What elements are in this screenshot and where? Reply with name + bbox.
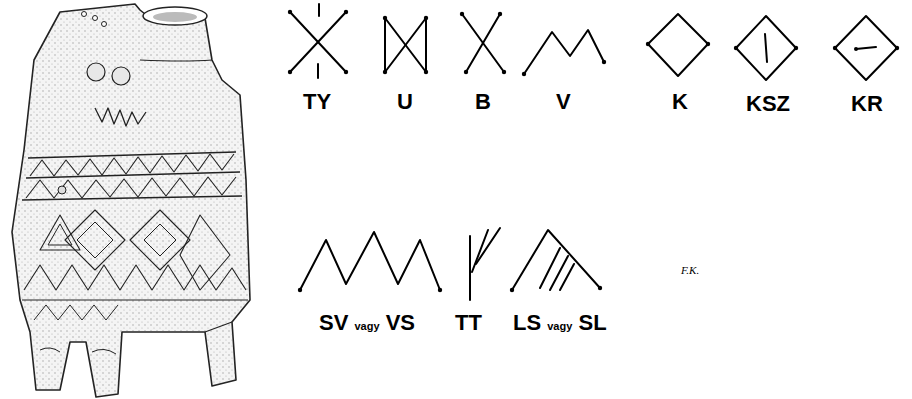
sign-label: U (397, 91, 413, 113)
sign-label: KSZ (746, 93, 790, 115)
sign-label: TY (303, 91, 331, 113)
sign-symbols (290, 4, 897, 300)
signature-label: F.K. (681, 265, 699, 276)
figurine-drawing (12, 4, 250, 397)
sign-label: TT (455, 312, 482, 334)
sign-label: V (556, 91, 571, 113)
sign-label: KR (851, 93, 883, 115)
sign-label: SV vagy VS (319, 312, 415, 334)
stroke-end-dots (288, 10, 899, 292)
sign-label: K (672, 91, 688, 113)
sign-label: LS vagy SL (513, 312, 607, 334)
sign-label: B (475, 91, 491, 113)
